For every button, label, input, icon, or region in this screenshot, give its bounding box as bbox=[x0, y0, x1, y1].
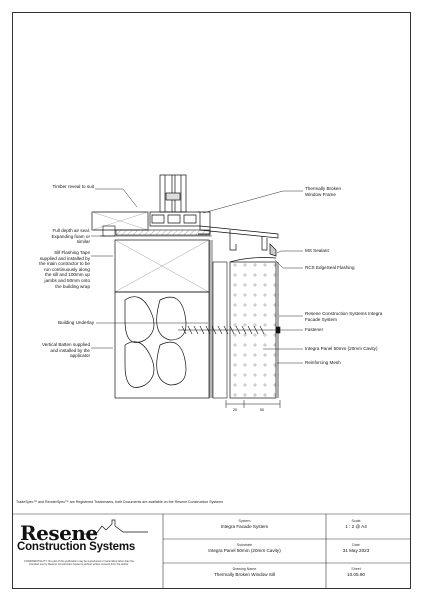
sill-flashing bbox=[100, 225, 212, 237]
dimension-50: 50 bbox=[260, 408, 264, 412]
callout-facade: Resene Construction Systems Integra Faca… bbox=[305, 311, 383, 322]
system-value: Integra Facade System bbox=[220, 524, 269, 530]
title-block-grid bbox=[12, 513, 411, 589]
sill-extrusion bbox=[199, 225, 279, 257]
window-frame bbox=[149, 174, 211, 235]
leader-lines bbox=[91, 188, 303, 364]
drawing-name-label: Drawing Name bbox=[232, 567, 257, 571]
callout-timber-reveal: Timber reveal to suit bbox=[52, 184, 94, 189]
sheet-label: Sheet bbox=[351, 567, 361, 571]
callout-panel: Integra Panel 50mm (20mm Cavity) bbox=[305, 346, 378, 351]
sheet-cell: Sheet 10.05.90 bbox=[326, 567, 386, 578]
callout-underlay: Building Underlay bbox=[57, 320, 94, 325]
timber-reveal bbox=[91, 211, 149, 231]
substrate-cell: Substrate Integra Panel 50mm (20mm Cavit… bbox=[163, 543, 326, 554]
callout-sill-tape: Sill Flashing Tape supplied and installe… bbox=[39, 250, 90, 289]
date-cell: Date 31 May 2023 bbox=[326, 543, 386, 554]
copyright-text: CONFIDENTIALITY: No part of this publica… bbox=[24, 560, 134, 567]
logo-name: Resene bbox=[20, 521, 98, 545]
callout-ms-sealant: MS Sealant bbox=[305, 248, 329, 253]
callout-fastener: Fastener bbox=[305, 327, 324, 332]
drawing-name-cell: Drawing Name Thermally Broken Window Sil… bbox=[163, 567, 326, 578]
date-value: 31 May 2023 bbox=[342, 548, 370, 554]
substrate-label: Substrate bbox=[236, 543, 253, 547]
sheet-value: 10.05.90 bbox=[347, 572, 365, 578]
system-cell: System Integra Facade System bbox=[163, 519, 326, 530]
framing-stud bbox=[114, 239, 210, 399]
callout-window-frame: Thermally Broken Window Frame bbox=[305, 186, 341, 197]
batten-underlay bbox=[209, 240, 228, 399]
callout-edgeseal: RCS EdgeSeal Flashing bbox=[305, 265, 355, 270]
system-label: System bbox=[238, 519, 251, 523]
substrate-value: Integra Panel 50mm (20mm Cavity) bbox=[208, 548, 281, 554]
logo-skyline-icon bbox=[84, 519, 148, 535]
sheet-border bbox=[12, 12, 411, 589]
scale-cell: Scale 1 : 2 @ A4 bbox=[326, 519, 386, 530]
callout-mesh: Reinforcing Mesh bbox=[305, 360, 341, 365]
logo-subtitle: Construction Systems bbox=[17, 541, 136, 553]
callout-air-seal: Full depth air seal. Expanding foam or s… bbox=[51, 228, 90, 245]
scale-label: Scale bbox=[351, 519, 361, 523]
dimension-line bbox=[225, 400, 281, 408]
scale-value: 1 : 2 @ A4 bbox=[345, 524, 367, 530]
date-label: Date bbox=[352, 543, 360, 547]
dimension-20: 20 bbox=[233, 408, 237, 412]
drawing-name-value: Thermally Broken Window Sill bbox=[213, 572, 275, 578]
callout-batten: Vertical Batten supplied and installed b… bbox=[41, 342, 90, 359]
trademark-note: TradeSpec™ and RenderSpec™ are Registere… bbox=[16, 500, 224, 504]
